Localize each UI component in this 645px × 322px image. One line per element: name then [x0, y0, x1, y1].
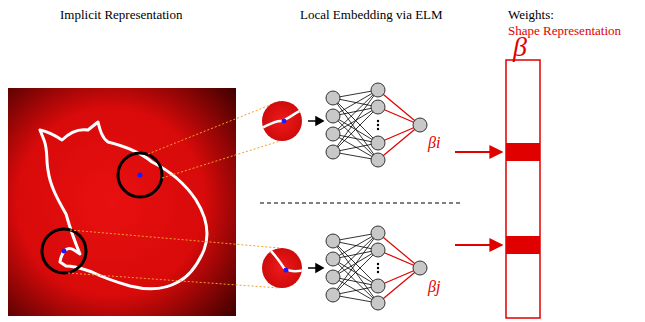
center-point [62, 249, 67, 254]
input-neuron [326, 91, 340, 105]
zoom-patch [262, 101, 302, 141]
weight-block [506, 236, 540, 254]
weight-vector [506, 60, 540, 318]
input-neuron [326, 270, 340, 284]
center-point [282, 119, 287, 124]
input-neuron [326, 252, 340, 266]
input-neuron [326, 288, 340, 302]
weight-arrow [455, 244, 502, 246]
patch-contour [262, 110, 302, 128]
network-edge [333, 277, 378, 303]
input-neuron [326, 127, 340, 141]
center-point [284, 268, 289, 273]
shape-contour [40, 122, 207, 289]
hidden-neuron [371, 153, 385, 167]
flow-arrow [308, 117, 323, 272]
output-neuron [413, 261, 427, 275]
panel-title: Local Embedding via ELM [300, 8, 443, 22]
zoom-leader [68, 101, 280, 288]
local-region [118, 153, 162, 197]
ellipsis-dot [377, 124, 379, 126]
weight-block [506, 143, 540, 161]
weight-symbol: βi [428, 134, 440, 152]
hidden-neuron [371, 279, 385, 293]
network-edge [333, 134, 378, 160]
hidden-neuron [371, 296, 385, 310]
ellipsis-dot [377, 263, 379, 265]
hidden-neuron [371, 226, 385, 240]
ellipsis-dot [377, 267, 379, 269]
panel-title: Weights: [508, 8, 554, 22]
panel-title: Implicit Representation [60, 8, 182, 22]
input-neuron [326, 145, 340, 159]
weight-arrow [455, 151, 502, 153]
separator [260, 203, 460, 204]
local-region [42, 229, 86, 273]
hidden-neuron [371, 243, 385, 257]
ellipsis-dot [377, 271, 379, 273]
hidden-neuron [371, 136, 385, 150]
vector-symbol: β [513, 32, 527, 63]
hidden-neuron [371, 83, 385, 97]
distance-field [8, 88, 236, 316]
output-neuron [413, 118, 427, 132]
hidden-neuron [371, 100, 385, 114]
ellipsis-dot [377, 120, 379, 122]
input-neuron [326, 109, 340, 123]
center-point [138, 173, 143, 178]
zoom-patch [262, 248, 302, 288]
ellipsis-dot [377, 128, 379, 130]
weight-symbol: βj [428, 278, 440, 296]
input-neuron [326, 234, 340, 248]
